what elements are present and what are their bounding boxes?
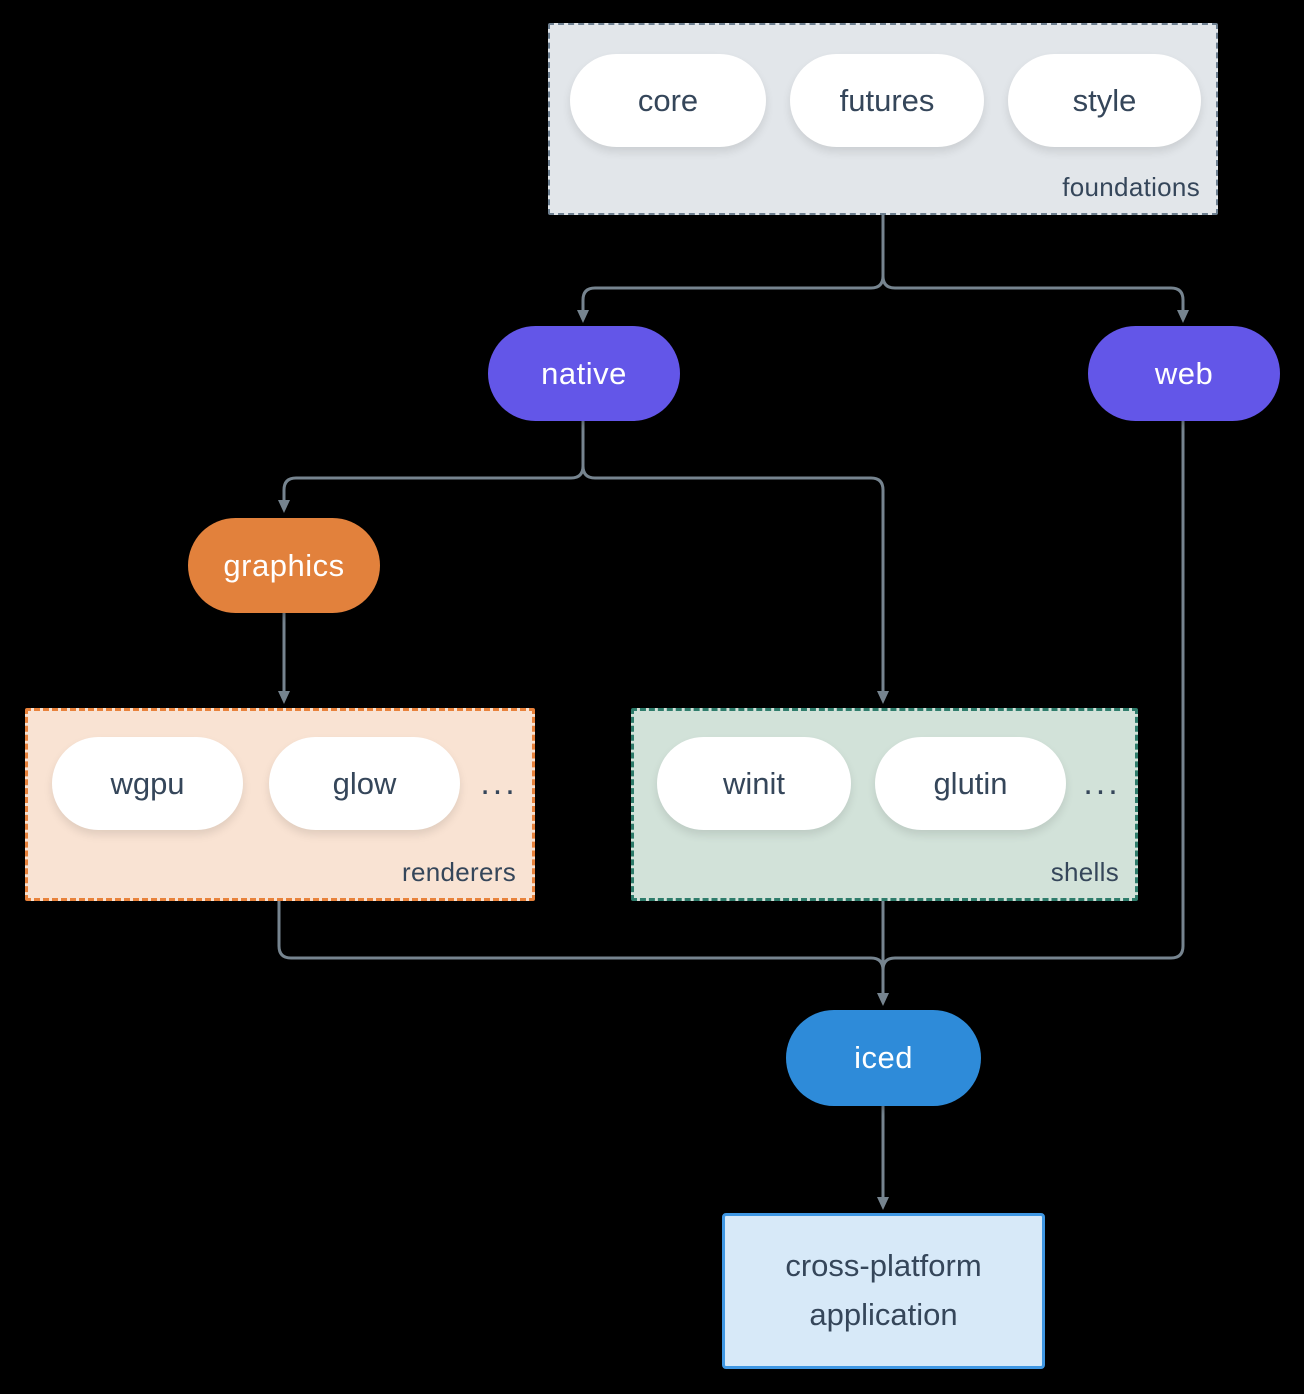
node-wgpu-label: wgpu <box>110 765 185 801</box>
node-core: core <box>570 54 766 147</box>
renderers-ellipsis: ... <box>471 737 527 830</box>
node-futures-label: futures <box>839 82 935 118</box>
node-winit: winit <box>657 737 851 830</box>
node-futures: futures <box>790 54 984 147</box>
renderers-ellipsis-text: ... <box>480 764 518 802</box>
group-renderers: wgpu glow ... renderers <box>25 708 535 901</box>
application-label-line1: cross-platform <box>785 1248 982 1284</box>
node-glutin-label: glutin <box>933 765 1008 801</box>
node-graphics-label: graphics <box>223 547 345 583</box>
group-label-shells: shells <box>1050 857 1119 887</box>
node-iced-label: iced <box>854 1040 913 1075</box>
node-graphics: graphics <box>188 518 380 613</box>
shells-ellipsis-text: ... <box>1083 764 1121 802</box>
node-native-label: native <box>541 355 627 391</box>
shells-ellipsis: ... <box>1074 737 1130 830</box>
group-label-foundations: foundations <box>1062 172 1200 202</box>
node-glow-label: glow <box>332 765 397 801</box>
group-label-renderers: renderers <box>402 857 516 887</box>
node-core-label: core <box>637 82 699 118</box>
node-glow: glow <box>269 737 460 830</box>
edge-foundations-native <box>577 215 885 323</box>
edge-renderers-iced <box>277 901 885 971</box>
node-application: cross-platform application <box>722 1213 1045 1369</box>
node-web-label: web <box>1154 355 1214 391</box>
node-style: style <box>1008 54 1201 147</box>
group-shells: winit glutin ... shells <box>631 708 1138 901</box>
node-style-label: style <box>1072 82 1137 118</box>
node-web: web <box>1088 326 1280 421</box>
group-foundations: core futures style foundations <box>548 23 1218 215</box>
node-iced: iced <box>786 1010 981 1106</box>
edge-foundations-web <box>881 215 1189 323</box>
node-glutin: glutin <box>875 737 1066 830</box>
node-native: native <box>488 326 680 421</box>
application-label-line2: application <box>809 1297 958 1332</box>
node-winit-label: winit <box>722 765 785 801</box>
edge-native-graphics <box>278 421 585 513</box>
node-wgpu: wgpu <box>52 737 243 830</box>
edge-native-shells <box>581 421 889 704</box>
